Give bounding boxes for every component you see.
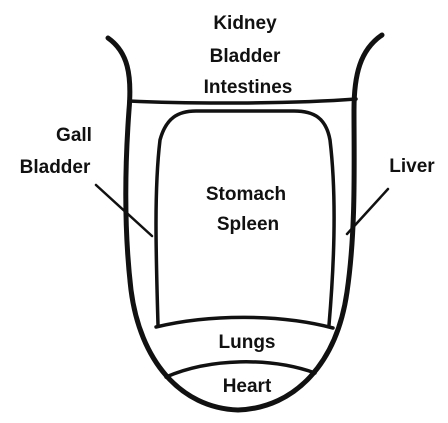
label-spleen: Spleen [217,214,279,235]
label-intestines: Intestines [204,77,293,98]
label-kidney: Kidney [213,13,277,34]
label-heart: Heart [223,376,272,397]
label-gall: Gall [56,125,92,146]
top-region-line [129,99,356,103]
label-lungs: Lungs [219,332,276,353]
heart-boundary-line [166,362,315,377]
label-stomach: Stomach [206,184,286,205]
label-bladder-left: Bladder [20,157,91,178]
label-liver: Liver [389,156,435,177]
label-bladder-top: Bladder [210,46,281,67]
lungs-boundary-line [156,317,333,328]
